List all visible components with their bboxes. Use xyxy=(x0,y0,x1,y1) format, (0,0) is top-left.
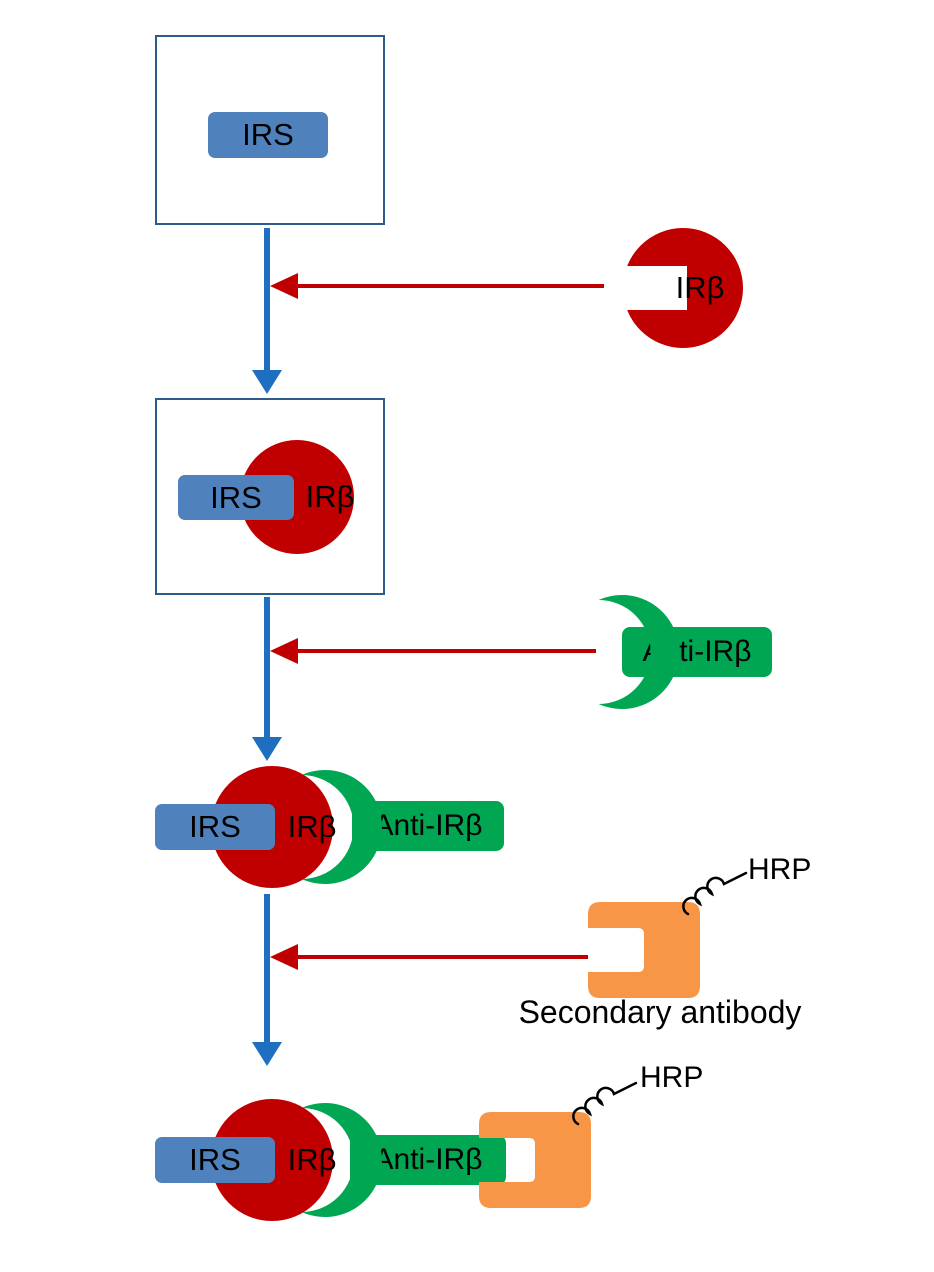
down-arrow-3-icon xyxy=(252,894,282,1066)
irs-chip-step4: IRS xyxy=(155,1137,275,1183)
irs-label-step2: IRS xyxy=(210,479,262,515)
irb-reagent-label: IRβ xyxy=(675,270,725,305)
secondary-antibody-icon xyxy=(588,902,700,998)
hrp-coil-step4-icon xyxy=(572,1081,638,1126)
irs-chip-step1: IRS xyxy=(208,112,328,158)
irs-chip-step3: IRS xyxy=(155,804,275,850)
down-arrow-2-icon xyxy=(252,597,282,761)
anti-irb-crescent-icon xyxy=(598,595,679,709)
irb-protein-icon xyxy=(621,228,743,348)
anti-irb-crescent-step3-icon xyxy=(301,770,382,884)
irb-label-step2: IRβ xyxy=(305,479,355,514)
hrp-coil-icon xyxy=(682,871,748,916)
hrp-label-reagent: HRP xyxy=(748,853,812,886)
irs-label-step4: IRS xyxy=(189,1142,241,1177)
hrp-label-step4: HRP xyxy=(640,1061,704,1094)
secondary-antibody-caption: Secondary antibody xyxy=(518,994,802,1030)
irs-chip-step2: IRS xyxy=(178,475,294,520)
anti-irb-label-step3: Anti-IRβ xyxy=(373,809,483,842)
add-arrow-1-icon xyxy=(270,273,604,299)
anti-irb-label-step4: Anti-IRβ xyxy=(373,1143,483,1176)
down-arrow-1-icon xyxy=(252,228,282,394)
anti-irb-crescent-step4-icon xyxy=(301,1103,382,1217)
add-arrow-3-icon xyxy=(270,944,588,970)
add-arrow-2-icon xyxy=(270,638,596,664)
secondary-antibody-bound-icon xyxy=(479,1112,591,1208)
irb-label-step4: IRβ xyxy=(287,1142,337,1177)
irs-label-step3: IRS xyxy=(189,809,241,844)
irb-label-step3: IRβ xyxy=(287,809,337,844)
irs-label-step1: IRS xyxy=(242,117,294,152)
